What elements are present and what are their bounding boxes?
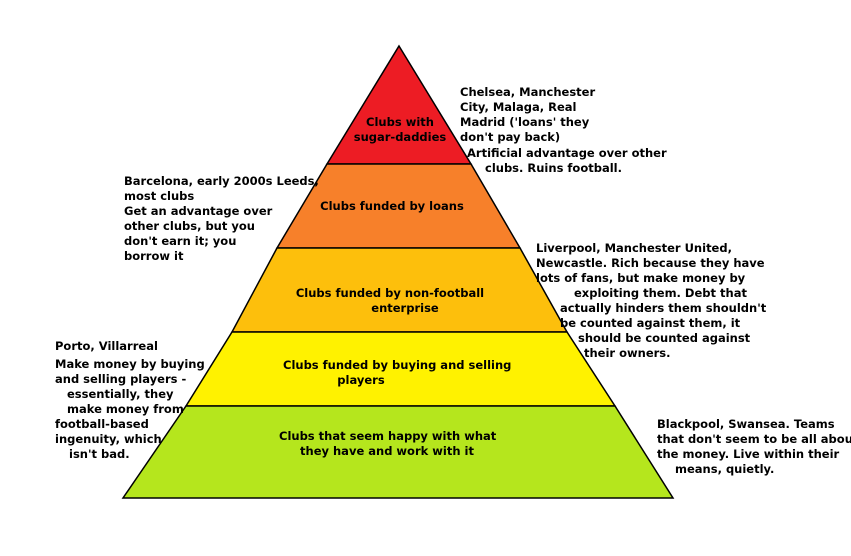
tier-trading-label: Clubs funded by buying and selling playe…	[283, 358, 512, 387]
sugar-daddies-examples: Chelsea, Manchester City, Malaga, Real M…	[460, 85, 596, 144]
trading-examples: Porto, Villarreal	[55, 339, 158, 353]
loans-examples: Barcelona, early 2000s Leeds, most clubs	[124, 174, 319, 203]
tier-loans-label: Clubs funded by loans	[320, 199, 464, 213]
tier-enterprise-label: Clubs funded by non-football enterprise	[295, 286, 485, 315]
tier-happy-shape	[121, 405, 675, 499]
tier-sugar-daddies-label: Clubs with sugar-daddies	[353, 115, 447, 144]
trading-comment: Make money by buying and selling players…	[55, 357, 205, 461]
enterprise-comment: Liverpool, Manchester United, Newcastle.…	[536, 241, 767, 360]
loans-comment: Get an advantage over other clubs, but y…	[124, 204, 273, 263]
tier-happy-label: Clubs that seem happy with what they hav…	[279, 429, 497, 458]
tier-sugar-daddies-shape	[325, 44, 473, 165]
sugar-daddies-comment: Artificial advantage over other clubs. R…	[467, 146, 667, 175]
happy-comment: Blackpool, Swansea. Teams that don't see…	[657, 417, 851, 476]
